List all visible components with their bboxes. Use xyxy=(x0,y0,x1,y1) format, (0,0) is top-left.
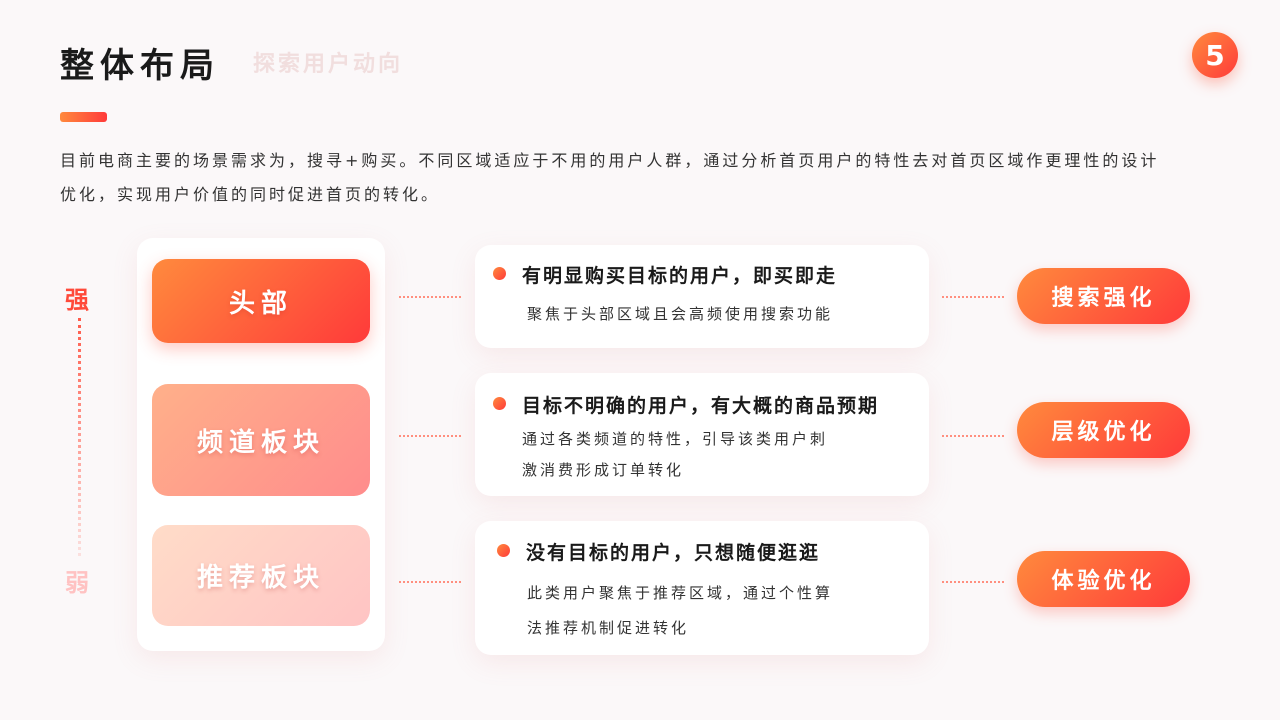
connector-left-2 xyxy=(399,435,461,437)
tier-recommend: 推荐板块 xyxy=(152,525,370,626)
page-title: 整体布局 xyxy=(60,46,220,86)
user-card-3: 没有目标的用户，只想随便逛逛 此类用户聚焦于推荐区域，通过个性算 法推荐机制促进… xyxy=(475,521,929,655)
page-subtitle: 探索用户动向 xyxy=(253,52,404,77)
connector-right-1 xyxy=(942,296,1004,298)
bullet-dot-icon xyxy=(493,267,506,280)
user-card-1: 有明显购买目标的用户，即买即走 聚焦于头部区域且会高频使用搜索功能 xyxy=(475,245,929,348)
connector-right-3 xyxy=(942,581,1004,583)
card-desc-line: 通过各类频道的特性，引导该类用户刺 xyxy=(522,430,829,448)
card-desc-line: 此类用户聚焦于推荐区域，通过个性算 xyxy=(527,584,834,602)
bullet-dot-icon xyxy=(493,397,506,410)
bullet-dot-icon xyxy=(497,544,510,557)
action-pill-experience: 体验优化 xyxy=(1017,551,1190,607)
card-title: 没有目标的用户，只想随便逛逛 xyxy=(526,542,821,564)
intro-paragraph: 目前电商主要的场景需求为，搜寻+购买。不同区域适应于不用的用户人群，通过分析首页… xyxy=(60,144,1220,212)
scale-weak-label: 弱 xyxy=(65,569,89,597)
card-desc-line: 法推荐机制促进转化 xyxy=(527,619,690,637)
card-description: 通过各类频道的特性，引导该类用户刺 激消费形成订单转化 xyxy=(522,424,828,486)
card-title: 有明显购买目标的用户，即买即走 xyxy=(522,265,838,287)
card-title: 目标不明确的用户，有大概的商品预期 xyxy=(522,395,880,417)
intro-line-2: 优化，实现用户价值的同时促进首页的转化。 xyxy=(60,185,441,204)
tier-channel: 频道板块 xyxy=(152,384,370,496)
connector-left-3 xyxy=(399,581,461,583)
card-description: 此类用户聚焦于推荐区域，通过个性算 法推荐机制促进转化 xyxy=(527,576,833,646)
action-pill-hierarchy: 层级优化 xyxy=(1017,402,1190,458)
user-card-2: 目标不明确的用户，有大概的商品预期 通过各类频道的特性，引导该类用户刺 激消费形… xyxy=(475,373,929,496)
title-accent-bar xyxy=(60,112,107,122)
card-description: 聚焦于头部区域且会高频使用搜索功能 xyxy=(527,299,833,330)
page-number-badge: 5 xyxy=(1192,32,1238,78)
action-pill-search: 搜索强化 xyxy=(1017,268,1190,324)
scale-dotted-line xyxy=(78,318,81,556)
card-desc-line: 激消费形成订单转化 xyxy=(522,461,685,479)
connector-left-1 xyxy=(399,296,461,298)
card-desc-line: 聚焦于头部区域且会高频使用搜索功能 xyxy=(527,305,834,323)
intro-line-1: 目前电商主要的场景需求为，搜寻+购买。不同区域适应于不用的用户人群，通过分析首页… xyxy=(60,151,1160,170)
connector-right-2 xyxy=(942,435,1004,437)
scale-strong-label: 强 xyxy=(65,286,89,314)
tier-header: 头部 xyxy=(152,259,370,343)
